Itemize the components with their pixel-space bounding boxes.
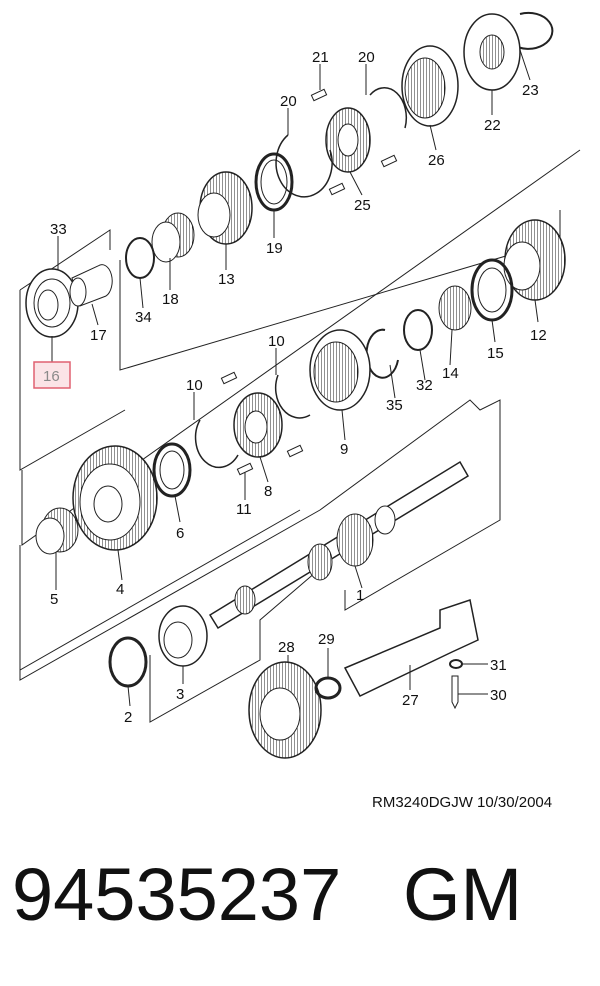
- brand-name: GM: [402, 853, 523, 936]
- snap-ring-35: [365, 328, 399, 379]
- callout-32: 32: [416, 377, 433, 394]
- callout-21: 21: [312, 49, 329, 66]
- callout-8: 8: [264, 483, 272, 500]
- reverse-shaft-27: [343, 599, 479, 697]
- drawing-reference-caption: RM3240DGJW 10/30/2004: [372, 794, 553, 811]
- callout-15: 15: [487, 345, 504, 362]
- callout-10a: 10: [186, 377, 203, 394]
- callout-5: 5: [50, 591, 58, 608]
- exploded-parts-diagram: 21 20 20 23 22 26 25 19 13 18 34 33 17 1…: [19, 11, 581, 759]
- callout-14: 14: [442, 365, 459, 382]
- callout-6: 6: [176, 525, 184, 542]
- spring-20b: [369, 87, 408, 129]
- washer-29: [314, 676, 342, 700]
- ring-2: [108, 636, 148, 688]
- callout-33: 33: [50, 221, 67, 238]
- callout-3: 3: [176, 686, 184, 703]
- callout-30: 30: [490, 687, 507, 704]
- callout-26: 26: [428, 152, 445, 169]
- callout-35: 35: [386, 397, 403, 414]
- ring-6: [152, 442, 192, 498]
- callout-20a: 20: [280, 93, 297, 110]
- callout-22: 22: [484, 117, 501, 134]
- callout-19: 19: [266, 240, 283, 257]
- callout-10b: 10: [268, 333, 285, 350]
- callout-17: 17: [90, 327, 107, 344]
- callout-4: 4: [116, 581, 124, 598]
- callout-29: 29: [318, 631, 335, 648]
- callout-2: 2: [124, 709, 132, 726]
- mainshaft-1: [208, 460, 470, 630]
- callout-1: 1: [356, 587, 364, 604]
- ring-34: [125, 237, 155, 279]
- spring-10b: [194, 419, 239, 469]
- callout-28: 28: [278, 639, 295, 656]
- callout-34: 34: [135, 309, 152, 326]
- key-21: [310, 88, 328, 102]
- callout-16[interactable]: 16: [43, 368, 60, 385]
- part-number-line: 94535237 GM: [12, 858, 522, 932]
- callout-20b: 20: [358, 49, 375, 66]
- part-number: 94535237: [12, 853, 342, 936]
- callout-18: 18: [162, 291, 179, 308]
- washer-31: [449, 659, 463, 669]
- callout-13: 13: [218, 271, 235, 288]
- spring-10a: [274, 374, 311, 419]
- leader-lines: [51, 49, 539, 707]
- spring-20a: [275, 134, 333, 198]
- section-frame: [19, 149, 581, 723]
- callout-labels: 21 20 20 23 22 26 25 19 13 18 34 33 17 1…: [43, 49, 547, 726]
- ring-32: [403, 309, 433, 351]
- bearing-14: [438, 285, 472, 331]
- callout-31: 31: [490, 657, 507, 674]
- highlight-box-16[interactable]: [33, 361, 71, 389]
- callout-9: 9: [340, 441, 348, 458]
- bolt-30: [451, 675, 459, 710]
- callout-12: 12: [530, 327, 547, 344]
- callout-11: 11: [236, 501, 252, 518]
- callout-27: 27: [402, 692, 419, 709]
- callout-23: 23: [522, 82, 539, 99]
- callout-25: 25: [354, 197, 371, 214]
- snap-ring-23: [511, 11, 554, 50]
